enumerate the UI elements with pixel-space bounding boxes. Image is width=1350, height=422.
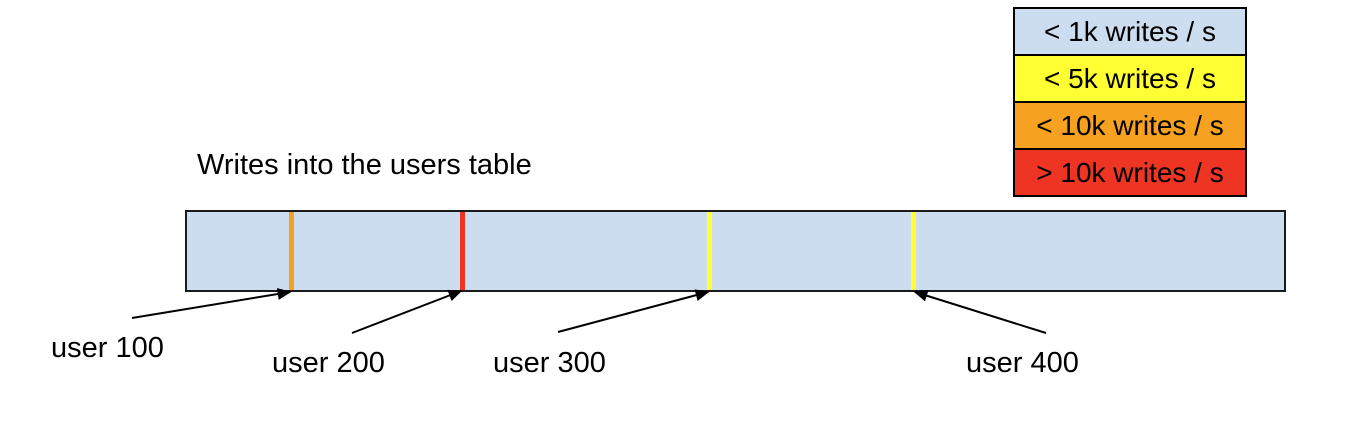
legend-item-label: < 1k writes / s	[1044, 15, 1216, 47]
legend-item-1: < 5k writes / s	[1013, 54, 1247, 103]
annotation-arrow-user-400	[913, 289, 1047, 334]
user-label-user-200: user 200	[272, 347, 385, 379]
legend-item-label: < 5k writes / s	[1044, 62, 1216, 94]
legend-item-2: < 10k writes / s	[1013, 101, 1247, 150]
legend-item-label: > 10k writes / s	[1036, 156, 1224, 188]
legend-item-3: > 10k writes / s	[1013, 148, 1247, 197]
user-label-user-300: user 300	[493, 347, 606, 379]
annotation-arrow-user-300	[557, 289, 710, 333]
legend: < 1k writes / s < 5k writes / s < 10k writ…	[1013, 7, 1247, 197]
hotspot-stripe-user-300	[707, 212, 712, 290]
legend-item-label: < 10k writes / s	[1036, 109, 1224, 141]
users-table-bar	[185, 210, 1286, 292]
hotspot-stripe-user-200	[460, 212, 465, 290]
hotspot-stripe-user-100	[289, 212, 294, 290]
user-label-user-100: user 100	[51, 332, 164, 364]
diagram-title: Writes into the users table	[197, 149, 532, 181]
hotspot-stripe-user-400	[911, 212, 916, 290]
annotation-arrow-user-100	[131, 288, 292, 319]
annotation-arrow-user-200	[351, 289, 463, 334]
user-label-user-400: user 400	[966, 347, 1079, 379]
legend-item-0: < 1k writes / s	[1013, 7, 1247, 56]
